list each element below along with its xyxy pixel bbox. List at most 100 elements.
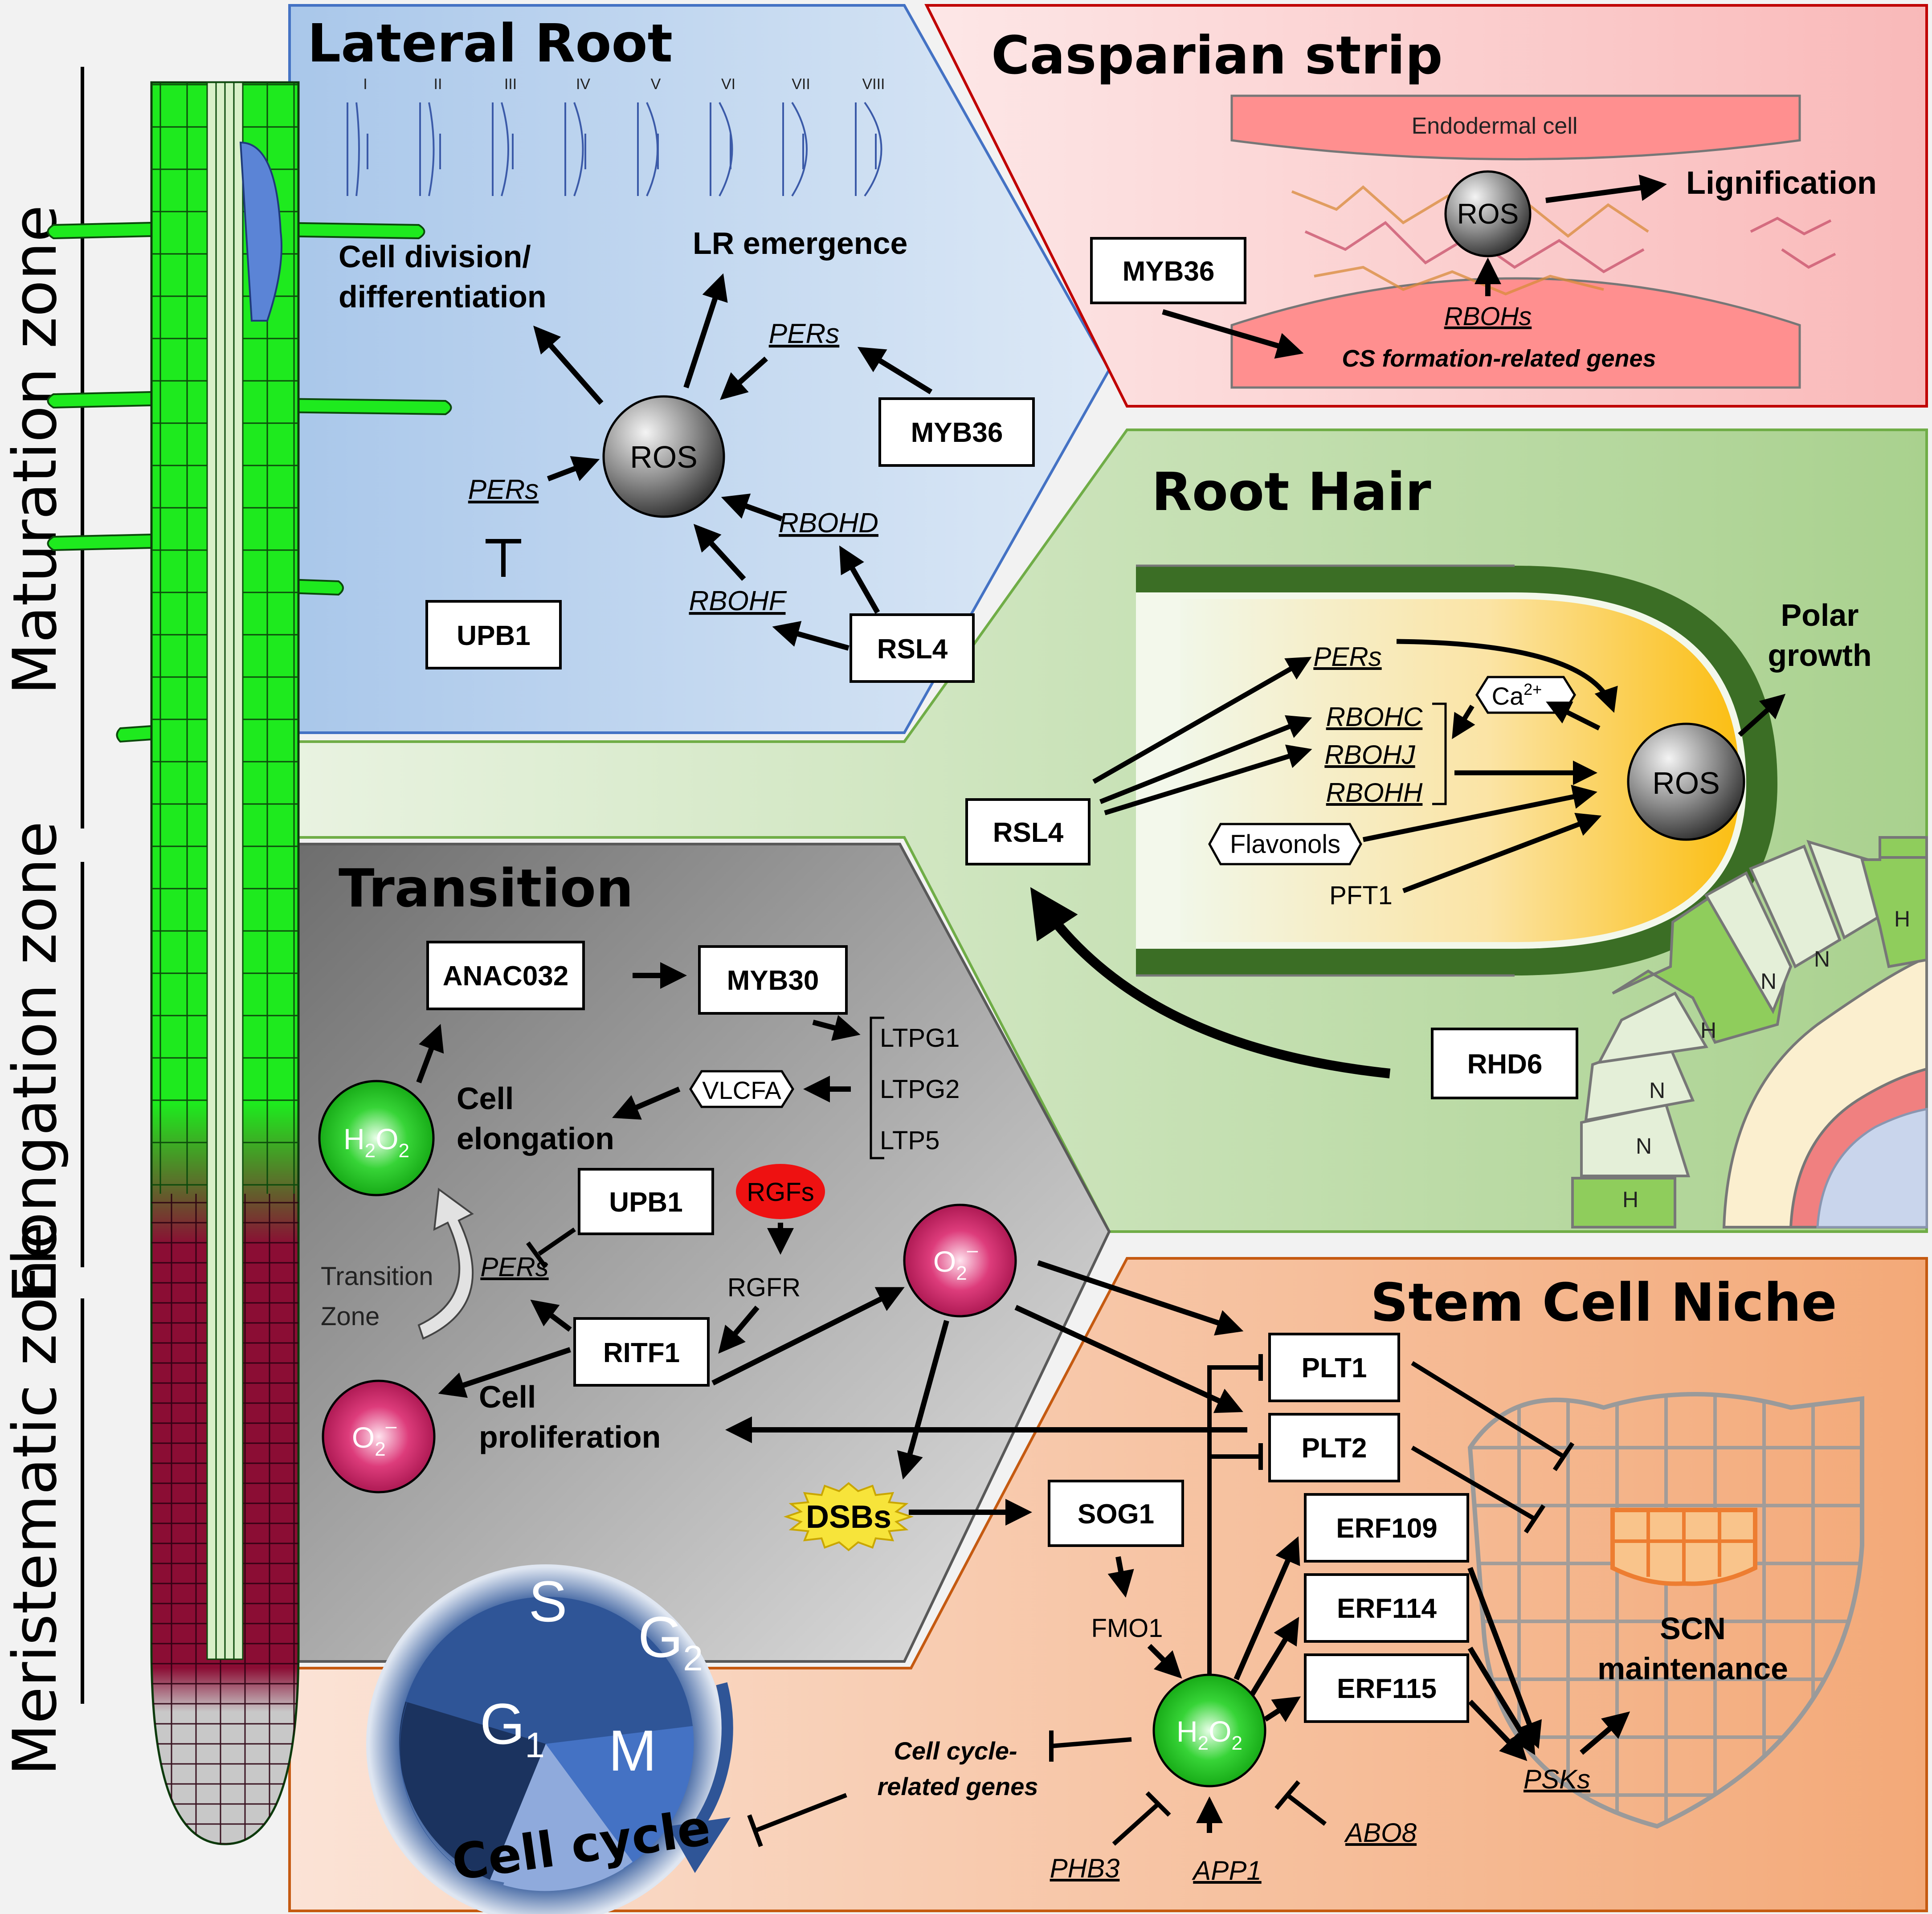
lr-upb1-inhibit-bar (486, 539, 521, 577)
lr-rbohf: RBOHF (689, 586, 787, 616)
o2-left-o: O (352, 1421, 375, 1454)
rh-polar-label-2: growth (1768, 638, 1871, 673)
cs-rbohs-label: RBOHs (1444, 302, 1532, 331)
lr-rsl4-label: RSL4 (877, 634, 948, 665)
lr-stage-5: V (637, 76, 661, 196)
cs-myb36-label: MYB36 (1123, 256, 1215, 287)
lr-upb1-label: UPB1 (457, 620, 530, 651)
rh-cell-label: N (1636, 1134, 1652, 1159)
cell-proliferation-label-2: proliferation (479, 1420, 661, 1454)
rh-rbohc-label: RBOHC (1326, 702, 1423, 732)
scn-h2o2-node: H2O2 (1152, 1673, 1266, 1787)
scn-h2o2-sub2: 2 (1232, 1732, 1242, 1754)
svg-text:H2O2: H2O2 (343, 1122, 409, 1162)
lr-stage-1: I (347, 76, 368, 196)
rh-rboh-bracket (1432, 702, 1447, 805)
vlcfa-label: VLCFA (702, 1076, 781, 1104)
lr-pers-top: PERs (769, 318, 839, 349)
rh-cell-label: N (1814, 947, 1830, 971)
scn-h2o2-o: O (1209, 1715, 1231, 1748)
phb3-label: PHB3 (1050, 1853, 1120, 1883)
svg-text:G2: G2 (638, 1604, 703, 1678)
lignification-label: Lignification (1686, 165, 1877, 201)
cc-g2-sub: 2 (683, 1638, 703, 1678)
cc-genes-label-1: Cell cycle- (894, 1737, 1017, 1765)
erf115-label: ERF115 (1337, 1673, 1437, 1704)
transition-upb1-box (578, 1168, 714, 1235)
scn-h2o2-sub1: 2 (1198, 1732, 1209, 1754)
plt1-label: PLT1 (1302, 1353, 1367, 1383)
upb1-pers-inhibit (526, 1227, 576, 1269)
transition-upb1-label: UPB1 (609, 1187, 682, 1218)
epidermis-cells (1571, 836, 1928, 1228)
lr-stage-3: III (492, 76, 517, 196)
transition-h2o2-h: H (343, 1122, 365, 1155)
lr-arrows (533, 273, 933, 651)
cc-g1-label: G (480, 1691, 525, 1756)
rh-rhd6-box (1431, 1028, 1578, 1099)
lr-stage-label: IV (576, 76, 590, 93)
pks-label: PSKs (1524, 1764, 1590, 1794)
rh-cell-label: H (1700, 1018, 1716, 1043)
rh-pft1-label: PFT1 (1329, 881, 1393, 910)
transition-h2o2-sub2: 2 (399, 1140, 409, 1162)
stem-cell-inhibitions (747, 1354, 1575, 1847)
stem-cell-title: Stem Cell Niche (1370, 1272, 1837, 1333)
root-hair-title: Root Hair (1152, 461, 1431, 522)
svg-text:H2O2: H2O2 (1176, 1715, 1242, 1754)
cs-genes-label: CS formation-related genes (1342, 345, 1656, 372)
dsbs-label: DSBs (806, 1499, 891, 1535)
erf114-box (1304, 1573, 1469, 1643)
dsbs-node: DSBs (783, 1482, 914, 1551)
lr-stage-7: VII (782, 76, 810, 197)
lr-myb36-label: MYB36 (911, 417, 1003, 448)
lr-stage-primordium (564, 102, 586, 196)
rh-rbohj-label: RBOHJ (1324, 740, 1415, 770)
fmo1-label: FMO1 (1091, 1614, 1163, 1643)
lr-stage-8: VIII (855, 76, 885, 197)
rgfr-label: RGFR (727, 1273, 801, 1302)
cell-cycle-wheel (366, 1564, 733, 1914)
plt2-label: PLT2 (1302, 1433, 1367, 1464)
vlcfa-node: VLCFA (689, 1070, 794, 1108)
ltpg2-label: LTPG2 (880, 1075, 960, 1104)
o2-left-sub: 2 (375, 1438, 385, 1460)
scn-label-2: maintenance (1597, 1651, 1788, 1686)
lr-stage-primordium (782, 102, 808, 197)
casparian-title: Casparian strip (991, 24, 1443, 86)
sog1-box (1048, 1480, 1184, 1547)
plt2-box (1268, 1413, 1400, 1482)
plt1-box (1268, 1333, 1400, 1402)
transition-h2o2-o: O (376, 1122, 398, 1155)
casparian-arrows (1162, 174, 1667, 359)
endodermal-cell-top (1230, 94, 1801, 160)
stem-cell-niche-illustration (1467, 1392, 1864, 1829)
cc-g2-label: G (638, 1604, 683, 1669)
rgfs-label: RGFs (747, 1178, 814, 1207)
lr-stage-primordium (347, 102, 368, 196)
rh-calcium-label: Ca (1492, 682, 1524, 710)
lr-stage-primordium (492, 102, 514, 196)
transition-o2-left-node: O2– (322, 1379, 436, 1494)
transition-arrows (416, 962, 949, 1480)
svg-text:O2–: O2– (352, 1415, 397, 1460)
zone-maturation-label: Maturation zone (0, 205, 70, 695)
transition-zone-curved-arrow (417, 1188, 474, 1340)
o2-right-sub: 2 (956, 1262, 967, 1284)
lr-myb36-box (878, 397, 1035, 467)
endodermal-cell-bottom (1230, 277, 1801, 389)
lr-stage-primordium (710, 102, 733, 196)
lr-stage-2: II (419, 76, 442, 196)
lr-stage-label: V (651, 76, 661, 93)
lr-rbohd: RBOHD (779, 508, 878, 539)
rh-pers-label: PERs (1313, 642, 1381, 672)
lr-stage-6: VI (710, 76, 735, 196)
o2-left-sup: – (386, 1415, 397, 1437)
lr-ros-label: ROS (630, 440, 698, 474)
transition-o2-right-node: O2– (903, 1204, 1017, 1318)
anac032-box (426, 941, 585, 1010)
svg-text:Ca2+: Ca2+ (1492, 680, 1542, 710)
zone-meristematic-label: Meristematic zone (0, 1222, 70, 1776)
